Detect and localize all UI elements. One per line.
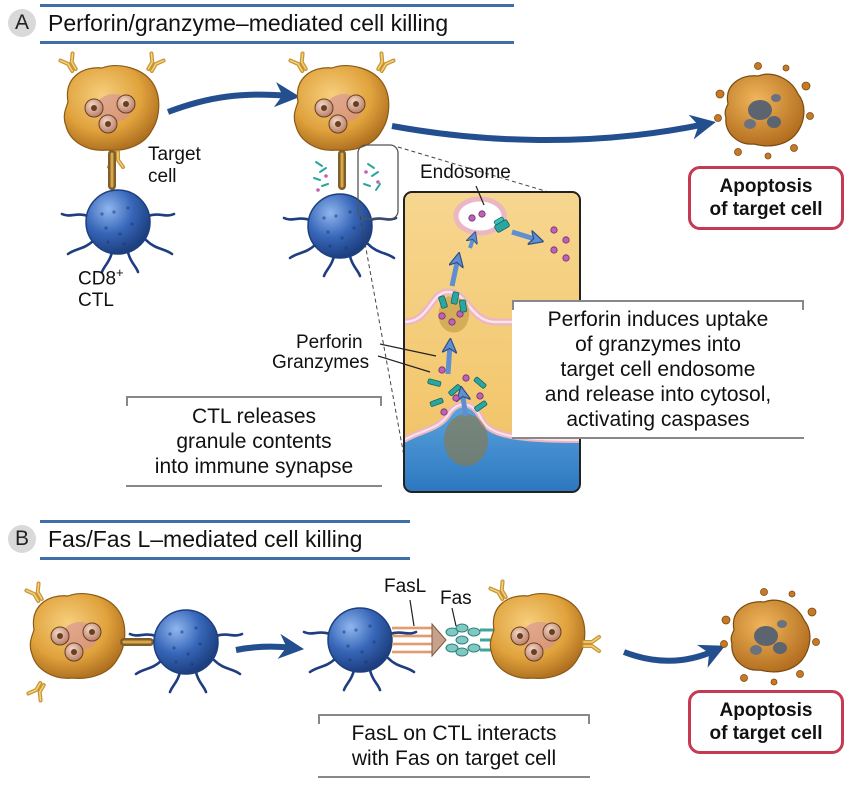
apoptosis-box-a: Apoptosis of target cell [688,166,844,230]
zoom-line-top [397,146,563,197]
ctl-cell-a2 [282,192,398,278]
target-cell-a2 [288,51,396,151]
header-bar-bottom [40,41,514,44]
label-perforin: Perforin [296,332,363,353]
apoptosis-line: Apoptosis [719,176,813,197]
ctl-cell-b1 [128,608,244,694]
label-fas: Fas [440,588,472,609]
fasl-fas-complex [392,599,496,658]
target-cell-b2 [488,579,601,679]
callout-ctl-releases: CTL releases granule contents into immun… [126,396,382,487]
label-target-cell: Target cell [148,144,201,188]
label-fasl: FasL [384,576,427,597]
apoptosis-line: Apoptosis [719,700,813,721]
label-cd8-superscript: + [116,265,124,280]
bracket-right [588,714,590,724]
bracket-right [802,300,804,310]
arrow-a2 [391,114,716,143]
label-cd8: CD8 [78,268,117,290]
label-target-line: Target [148,144,201,165]
arrow-a1 [166,82,301,115]
apoptosis-box-b: Apoptosis of target cell [688,690,844,754]
callout-line: FasL on CTL interacts [351,722,557,745]
ctl-cell-b2 [302,606,418,692]
dead-cell-b [719,587,821,686]
header-bar-top [40,520,410,523]
label-endosome: Endosome [420,162,511,183]
callout-line: granule contents [176,430,332,453]
section-header-a: A Perforin/granzyme–mediated cell killin… [4,4,514,44]
target-cell-b1 [24,581,126,703]
bracket-left [126,396,128,406]
zoom-outline [357,144,399,220]
section-title-a: Perforin/granzyme–mediated cell killing [48,10,449,36]
bracket-left [512,300,514,310]
synapse-dots-a2 [316,170,380,192]
ctl-cell-a1 [60,188,176,274]
section-title-b: Fas/Fas L–mediated cell killing [48,526,363,552]
callout-line: and release into cytosol, [544,383,772,406]
callout-line: of granzymes into [575,333,741,356]
zoom-line-bottom [359,215,409,479]
label-cd8-ctl: CD8+ CTL [78,262,124,312]
section-letter-b: B [8,525,36,553]
callout-line: with Fas on target cell [351,747,557,770]
label-ctl: CTL [78,290,114,312]
synapse-granules-a2 [313,161,381,191]
callout-line: target cell endosome [560,358,756,381]
bracket-left [318,714,320,724]
callout-line: into immune synapse [154,455,354,478]
header-bar-bottom [40,557,410,560]
dead-cell-a [713,61,815,160]
callout-line: activating caspases [566,408,750,431]
label-cell-line: cell [148,166,177,187]
section-letter-a: A [8,9,36,37]
callout-line: CTL releases [191,405,317,428]
callout-line: Perforin induces uptake [547,308,769,331]
apoptosis-line: of target cell [709,723,823,744]
label-granzymes: Granzymes [272,352,370,373]
bracket-right [380,396,382,406]
apoptosis-line: of target cell [709,199,823,220]
callout-perforin-induces: Perforin induces uptake of granzymes int… [512,300,804,439]
arrow-b1 [235,633,305,659]
callout-fasl-interacts: FasL on CTL interacts with Fas on target… [318,714,590,778]
header-bar-top [40,4,514,7]
section-header-b: B Fas/Fas L–mediated cell killing [4,520,414,560]
arrow-b2 [622,644,726,668]
